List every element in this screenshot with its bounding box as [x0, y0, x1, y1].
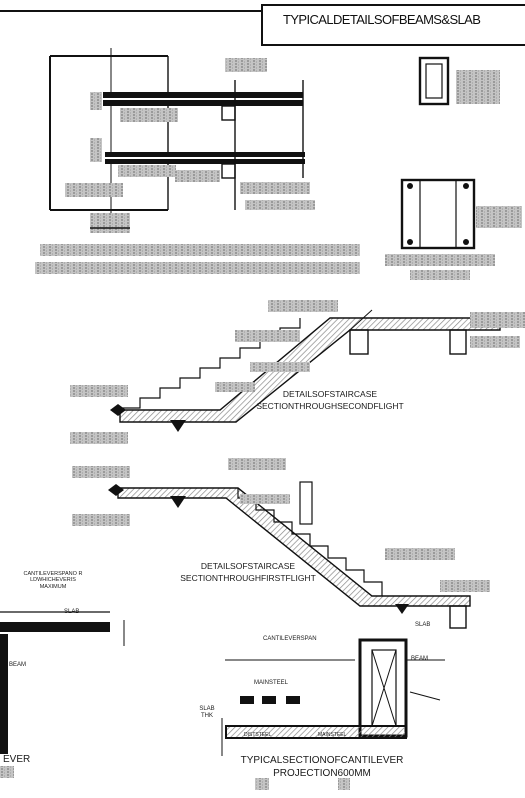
cantilever-left-beam-label: BEAM	[9, 662, 27, 668]
cantilever-span-label: CANTILEVERSPAN	[263, 636, 317, 642]
beam-elevation-detail	[35, 48, 360, 274]
cantilever-mainsteel-label: MAINSTEEL	[254, 680, 289, 686]
stair-first-slab-label: SLAB	[415, 622, 431, 628]
cantilever-right-detail	[221, 638, 445, 790]
sheet-title: TYPICALDETAILSOFBEAMS&SLAB	[283, 12, 481, 27]
beam-cross-sections	[385, 56, 522, 280]
stair-first-title-line1: DETAILSOFSTAIRCASE	[200, 561, 296, 571]
cantilever-right-title: TYPICALSECTIONOFCANTILEVER PROJECTION600…	[212, 755, 432, 779]
cantilever-left-note: CANTILEVERSPANO R LDWHICHEVERIS MAXIMUM	[18, 571, 88, 590]
cantilever-right-title-line2: PROJECTION600MM	[273, 767, 371, 779]
cantilever-left-note-line1: CANTILEVERSPANO R	[23, 571, 83, 577]
stair-second-title-line2: SECTIONTHROUGHSECONDFLIGHT	[256, 400, 404, 411]
sheet-title-box: TYPICALDETAILSOFBEAMS&SLAB	[261, 4, 525, 46]
cantilever-slab-label: SLAB	[199, 706, 215, 712]
cantilever-left-title-fragment: EVER	[3, 754, 31, 765]
cantilever-left-slab-label: SLAB	[64, 609, 80, 615]
stair-first-title: DETAILSOFSTAIRCASE SECTIONTHROUGHFIRSTFL…	[158, 561, 338, 584]
cantilever-right-title-line1: TYPICALSECTIONOFCANTILEVER	[240, 755, 404, 766]
cantilever-thk-label: THK	[201, 712, 213, 719]
cantilever-left-note-line2: LDWHICHEVERIS	[30, 577, 76, 584]
cantilever-slab-thk-label: SLAB THK	[192, 706, 222, 720]
cantilever-mainsteel-label-2: MAINSTEEL	[318, 732, 347, 738]
stair-first-title-line2: SECTIONTHROUGHFIRSTFLIGHT	[180, 572, 316, 583]
cantilever-diststeel-label: DISTSTEEL	[244, 732, 272, 738]
staircase-first-flight	[72, 458, 490, 629]
staircase-second-flight	[70, 300, 525, 444]
cantilever-left-detail	[0, 611, 125, 778]
stair-second-title-line1: DETAILSOFSTAIRCASE	[282, 389, 378, 399]
stair-second-title: DETAILSOFSTAIRCASE SECTIONTHROUGHSECONDF…	[232, 389, 428, 412]
cantilever-left-note-line3: MAXIMUM	[39, 583, 67, 590]
cantilever-right-beam-label: BEAM	[411, 656, 429, 662]
